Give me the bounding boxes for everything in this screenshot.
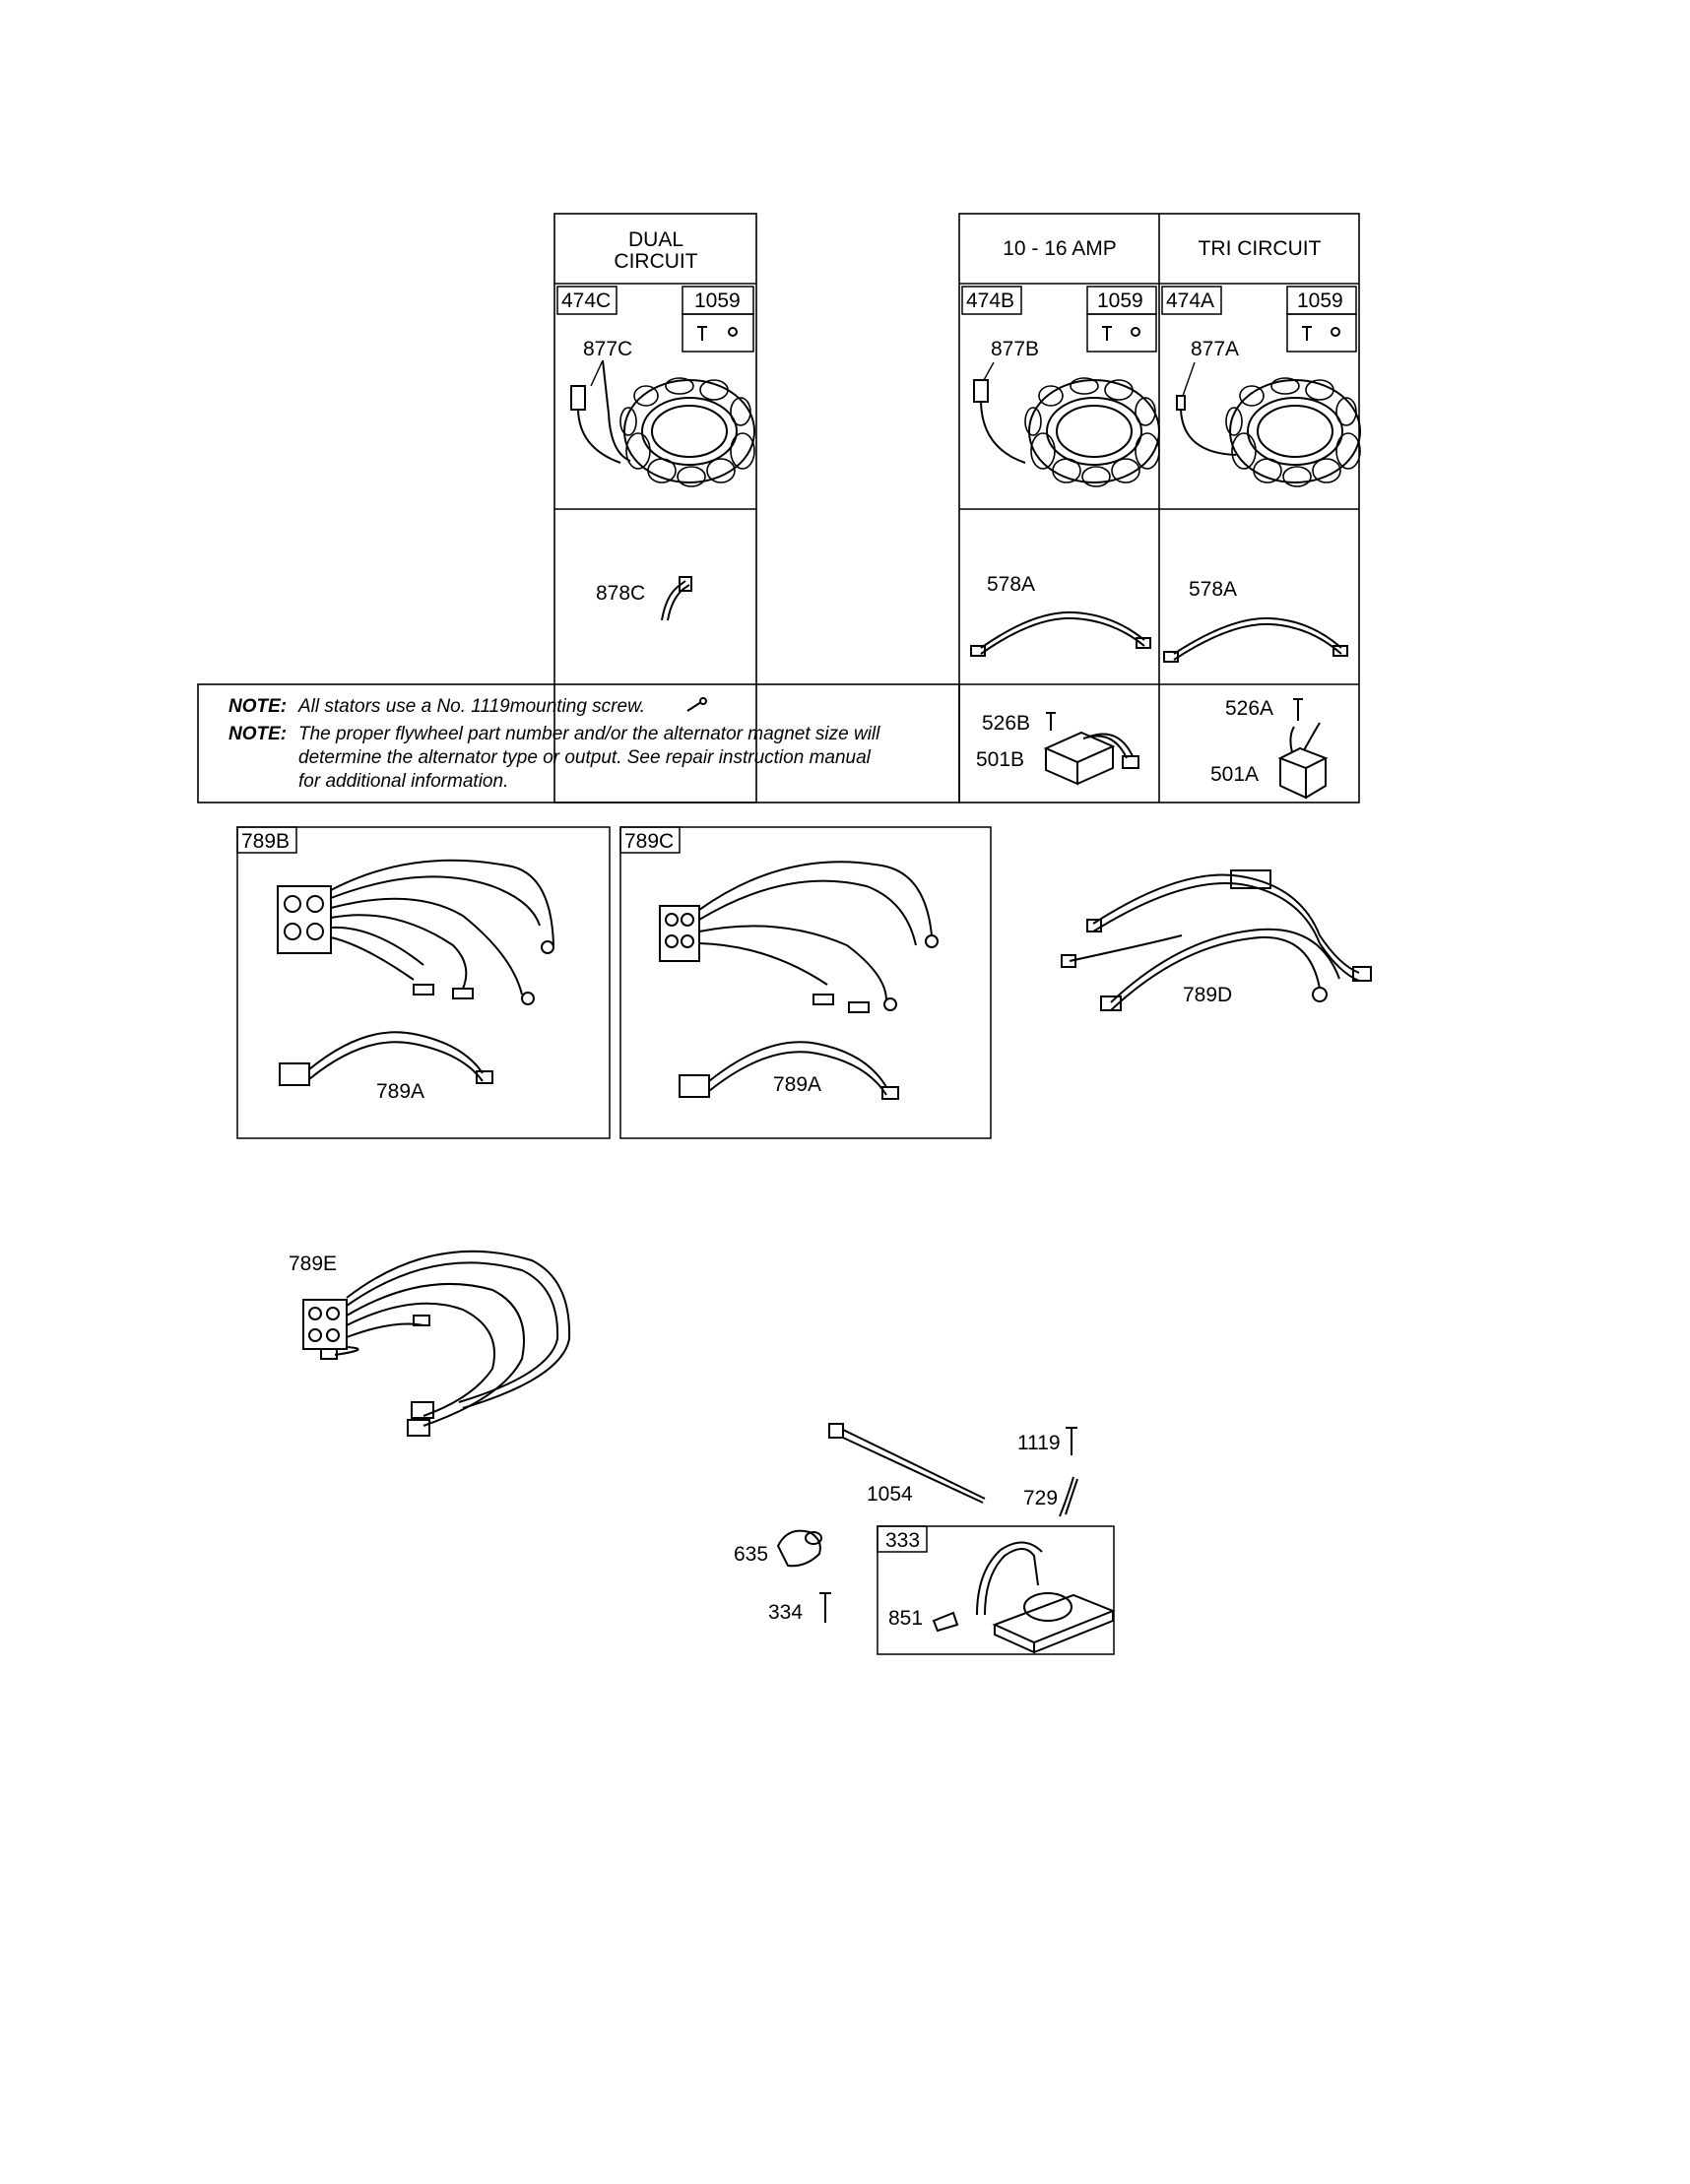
regulator-icon	[1277, 698, 1329, 800]
label-729: 729	[1023, 1487, 1058, 1510]
stator-icon	[1176, 361, 1361, 487]
screw-nut-icon	[697, 326, 1340, 341]
note2-line1: The proper flywheel part number and/or t…	[298, 724, 880, 744]
label-501B: 501B	[976, 748, 1024, 771]
note1-label: NOTE:	[228, 696, 287, 717]
header-dual-circuit-line2: CIRCUIT	[614, 250, 697, 273]
wire-harness-icon	[970, 610, 1348, 663]
label-1059-dual: 1059	[694, 289, 741, 312]
label-877C: 877C	[583, 338, 632, 360]
note1-text: All stators use a No. 1119mounting screw…	[297, 696, 645, 717]
label-789A-right: 789A	[773, 1073, 821, 1096]
label-789A-left: 789A	[376, 1080, 424, 1103]
header-tri-circuit: TRI CIRCUIT	[1199, 237, 1322, 260]
label-526A: 526A	[1225, 697, 1273, 720]
label-474B: 474B	[966, 289, 1014, 312]
boot-icon	[776, 1529, 822, 1568]
label-333: 333	[885, 1529, 920, 1552]
spring-clip-icon	[1059, 1476, 1078, 1517]
screw-icon	[686, 697, 707, 712]
note2-line2: determine the alternator type or output.…	[298, 747, 872, 768]
part-number-boxes	[236, 286, 1357, 1655]
label-474C: 474C	[561, 289, 611, 312]
screw-icon	[819, 1427, 1077, 1623]
label-578A-tri: 578A	[1189, 578, 1237, 601]
wire-harness-icon	[277, 859, 554, 1086]
label-877B: 877B	[991, 338, 1039, 360]
label-789E: 789E	[289, 1253, 337, 1275]
label-334: 334	[768, 1601, 803, 1624]
stator-table-grid	[197, 213, 1360, 803]
note2-line3: for additional information.	[298, 771, 508, 792]
cable-tie-icon	[828, 1423, 986, 1504]
stator-icon	[973, 361, 1160, 487]
header-dual-circuit-line1: DUAL	[628, 228, 683, 251]
label-851: 851	[888, 1607, 923, 1630]
wire-harness-icon	[1061, 869, 1372, 1011]
note2-label: NOTE:	[228, 724, 287, 744]
regulator-icon	[1043, 712, 1139, 786]
ignition-coil-icon	[932, 1541, 1116, 1654]
label-1054: 1054	[867, 1483, 913, 1506]
label-526B: 526B	[982, 712, 1030, 735]
label-1059-amp: 1059	[1097, 289, 1143, 312]
label-789D: 789D	[1183, 984, 1232, 1006]
stator-icon	[570, 359, 755, 487]
label-501A: 501A	[1210, 763, 1259, 786]
wire-harness-icon	[302, 1250, 571, 1437]
header-10-16-amp: 10 - 16 AMP	[1003, 237, 1117, 260]
wire-harness-icon	[659, 861, 939, 1100]
label-878C: 878C	[596, 582, 645, 605]
terminal-icon	[661, 576, 692, 621]
label-635: 635	[734, 1543, 768, 1566]
label-1059-tri: 1059	[1297, 289, 1343, 312]
label-789C: 789C	[624, 830, 674, 853]
label-474A: 474A	[1166, 289, 1214, 312]
label-789B: 789B	[241, 830, 290, 853]
label-578A-amp: 578A	[987, 573, 1035, 596]
label-1119: 1119	[1017, 1432, 1061, 1454]
label-877A: 877A	[1191, 338, 1239, 360]
